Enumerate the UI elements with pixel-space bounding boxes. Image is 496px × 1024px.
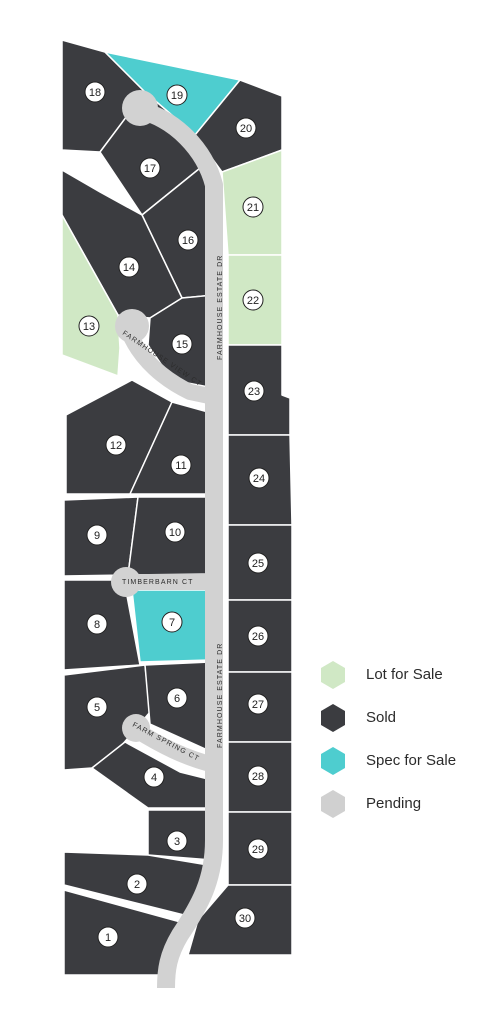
lot-label-1: 1 bbox=[97, 926, 119, 948]
lot-label-11: 11 bbox=[170, 454, 192, 476]
svg-text:20: 20 bbox=[240, 123, 252, 135]
legend-item-lot-for-sale: Lot for Sale bbox=[318, 660, 488, 689]
svg-text:14: 14 bbox=[123, 262, 135, 274]
svg-text:27: 27 bbox=[252, 699, 264, 711]
svg-text:2: 2 bbox=[134, 879, 140, 891]
legend-label-spec-for-sale: Spec for Sale bbox=[366, 752, 457, 769]
svg-text:7: 7 bbox=[169, 617, 175, 629]
legend-item-sold: Sold bbox=[318, 703, 488, 732]
svg-text:3: 3 bbox=[174, 836, 180, 848]
lot-label-17: 17 bbox=[139, 157, 161, 179]
svg-text:9: 9 bbox=[94, 530, 100, 542]
legend: Lot for Sale Sold Spec for Sale Pending bbox=[318, 660, 488, 832]
lot-label-20: 20 bbox=[235, 117, 257, 139]
roads bbox=[111, 90, 223, 989]
legend-item-pending: Pending bbox=[318, 789, 488, 818]
lot-label-15: 15 bbox=[171, 333, 193, 355]
svg-text:1: 1 bbox=[105, 932, 111, 944]
svg-text:30: 30 bbox=[239, 913, 251, 925]
legend-swatch-lot-for-sale bbox=[321, 660, 345, 689]
svg-text:8: 8 bbox=[94, 619, 100, 631]
svg-text:5: 5 bbox=[94, 702, 100, 714]
lot-13[interactable] bbox=[61, 214, 121, 377]
lot-label-25: 25 bbox=[247, 552, 269, 574]
svg-text:22: 22 bbox=[247, 295, 259, 307]
legend-swatch-sold bbox=[321, 703, 345, 732]
legend-swatch-pending bbox=[321, 789, 345, 818]
svg-text:18: 18 bbox=[89, 87, 101, 99]
street-label-farmhouse-estate-lower: FARMHOUSE ESTATE DR bbox=[217, 643, 224, 748]
lot-label-7: 7 bbox=[161, 611, 183, 633]
svg-text:12: 12 bbox=[110, 440, 122, 452]
svg-text:16: 16 bbox=[182, 235, 194, 247]
lot-label-9: 9 bbox=[86, 524, 108, 546]
cul-de-sac-timberbarn[interactable] bbox=[111, 567, 141, 597]
svg-text:25: 25 bbox=[252, 558, 264, 570]
svg-text:11: 11 bbox=[175, 460, 186, 472]
svg-text:19: 19 bbox=[171, 90, 183, 102]
svg-text:29: 29 bbox=[252, 844, 264, 856]
farmhouse-estate-dr[interactable] bbox=[135, 101, 223, 989]
lot-label-29: 29 bbox=[247, 838, 269, 860]
lot-label-26: 26 bbox=[247, 625, 269, 647]
lot-label-27: 27 bbox=[247, 693, 269, 715]
lot-label-6: 6 bbox=[166, 687, 188, 709]
svg-text:4: 4 bbox=[151, 772, 157, 784]
lot-label-14: 14 bbox=[118, 256, 140, 278]
svg-text:26: 26 bbox=[252, 631, 264, 643]
lot-label-5: 5 bbox=[86, 696, 108, 718]
street-label-timberbarn-ct: TIMBERBARN CT bbox=[122, 579, 193, 586]
lot-label-24: 24 bbox=[248, 467, 270, 489]
cul-de-sac-19[interactable] bbox=[122, 90, 158, 126]
legend-label-sold: Sold bbox=[366, 709, 397, 726]
svg-text:6: 6 bbox=[174, 693, 180, 705]
lot-label-10: 10 bbox=[164, 521, 186, 543]
lot-label-30: 30 bbox=[234, 907, 256, 929]
svg-text:21: 21 bbox=[247, 202, 259, 214]
street-label-farmhouse-estate-upper: FARMHOUSE ESTATE DR bbox=[217, 255, 224, 360]
cul-de-sac-farm-spring[interactable] bbox=[122, 714, 150, 742]
legend-label-lot-for-sale: Lot for Sale bbox=[366, 666, 443, 683]
lot-label-2: 2 bbox=[126, 873, 148, 895]
lot-label-28: 28 bbox=[247, 765, 269, 787]
lot-label-13: 13 bbox=[78, 315, 100, 337]
svg-text:10: 10 bbox=[169, 527, 181, 539]
lot-label-19: 19 bbox=[166, 84, 188, 106]
svg-text:17: 17 bbox=[144, 163, 156, 175]
svg-text:15: 15 bbox=[176, 339, 188, 351]
lot-label-8: 8 bbox=[86, 613, 108, 635]
svg-text:23: 23 bbox=[248, 386, 260, 398]
lot-label-12: 12 bbox=[105, 434, 127, 456]
cul-de-sac-view[interactable] bbox=[115, 309, 149, 343]
lot-label-3: 3 bbox=[166, 830, 188, 852]
legend-label-pending: Pending bbox=[366, 795, 422, 812]
legend-swatch-spec-for-sale bbox=[321, 746, 345, 775]
lot-label-21: 21 bbox=[242, 196, 264, 218]
lot-label-4: 4 bbox=[143, 766, 165, 788]
lot-label-23: 23 bbox=[243, 380, 265, 402]
svg-text:24: 24 bbox=[253, 473, 265, 485]
lot-labels: 18 19 20 17 21 16 14 22 13 15 23 12 11 2… bbox=[78, 81, 270, 948]
svg-text:13: 13 bbox=[83, 321, 95, 333]
lot-label-22: 22 bbox=[242, 289, 264, 311]
lot-label-18: 18 bbox=[84, 81, 106, 103]
lot-label-16: 16 bbox=[177, 229, 199, 251]
legend-item-spec-for-sale: Spec for Sale bbox=[318, 746, 488, 775]
svg-text:28: 28 bbox=[252, 771, 264, 783]
